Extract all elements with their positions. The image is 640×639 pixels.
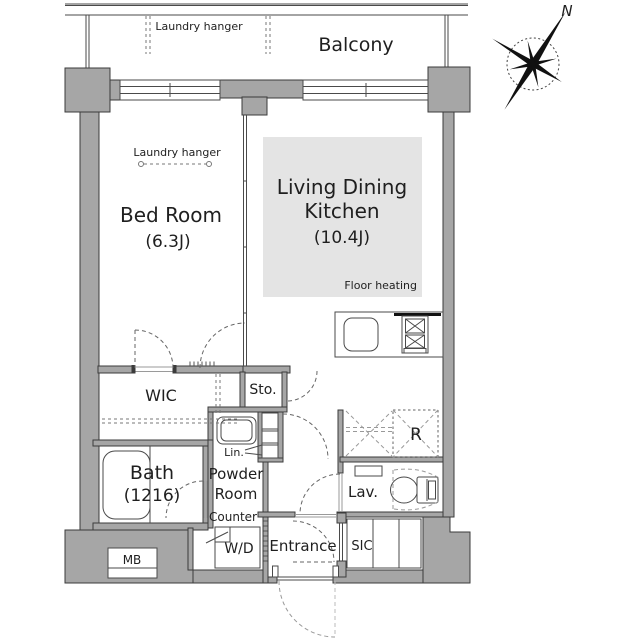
bedroom-laundry-hanger-line [138, 161, 212, 167]
labels: Laundry hanger Balcony Laundry hanger Be… [120, 2, 573, 567]
door-arcs [134, 322, 341, 638]
bathtub-icon [102, 446, 151, 523]
entrance-slide-hatch [263, 520, 268, 562]
compass-north-label: N [561, 2, 572, 20]
counter-label: Counter [209, 510, 257, 524]
sic-shelves [346, 518, 422, 569]
ldk-label-2: Kitchen [304, 199, 379, 223]
compass-icon [492, 11, 566, 110]
bedroom-size: (6.3J) [145, 232, 190, 252]
floor-heating-area [263, 137, 422, 297]
stove-icon [401, 315, 429, 354]
bedroom-window [119, 79, 221, 101]
lavatory-shelf [354, 465, 383, 477]
linen-label: Lin. [224, 446, 244, 459]
storage-label: Sto. [249, 382, 276, 398]
washer-dryer-icon [205, 526, 261, 569]
wic-label: WIC [145, 386, 177, 405]
refrigerator-label: R [410, 425, 422, 445]
sill-hatch [189, 361, 215, 366]
balcony-label: Balcony [318, 34, 393, 56]
door-openings [131, 361, 343, 581]
bath-label: Bath [130, 462, 174, 484]
bedroom-ldk-partition [243, 115, 247, 366]
bath-size: (1216) [124, 486, 181, 506]
ldk-window [302, 79, 429, 101]
wic-hanger-lines [102, 374, 238, 424]
ldk-label-1: Living Dining [277, 175, 407, 199]
linen-cabinet [244, 412, 279, 459]
entrance-label: Entrance [269, 537, 336, 555]
meter-box [107, 547, 158, 579]
kitchen-sink-icon [343, 317, 379, 352]
floor-heating-label: Floor heating [344, 279, 417, 292]
refrigerator-space [345, 409, 439, 458]
meter-box-label: MB [123, 553, 142, 567]
ldk-size: (10.4J) [314, 228, 370, 248]
powder-room-label-1: Powder [209, 465, 265, 483]
lavatory-label: Lav. [348, 483, 378, 501]
toilet-icon [390, 468, 442, 511]
washer-dryer-label: W/D [224, 541, 253, 557]
bedroom-label: Bed Room [120, 203, 222, 227]
vanity-icon [216, 416, 257, 445]
balcony-laundry-hanger-label: Laundry hanger [155, 20, 243, 33]
bedroom-laundry-hanger-label: Laundry hanger [133, 146, 221, 159]
balcony-laundry-hanger-marks [145, 16, 271, 54]
balcony [65, 3, 468, 68]
powder-room-label-2: Room [215, 485, 258, 503]
kitchen-counter [334, 311, 444, 358]
sic-label: SIC [351, 539, 372, 554]
